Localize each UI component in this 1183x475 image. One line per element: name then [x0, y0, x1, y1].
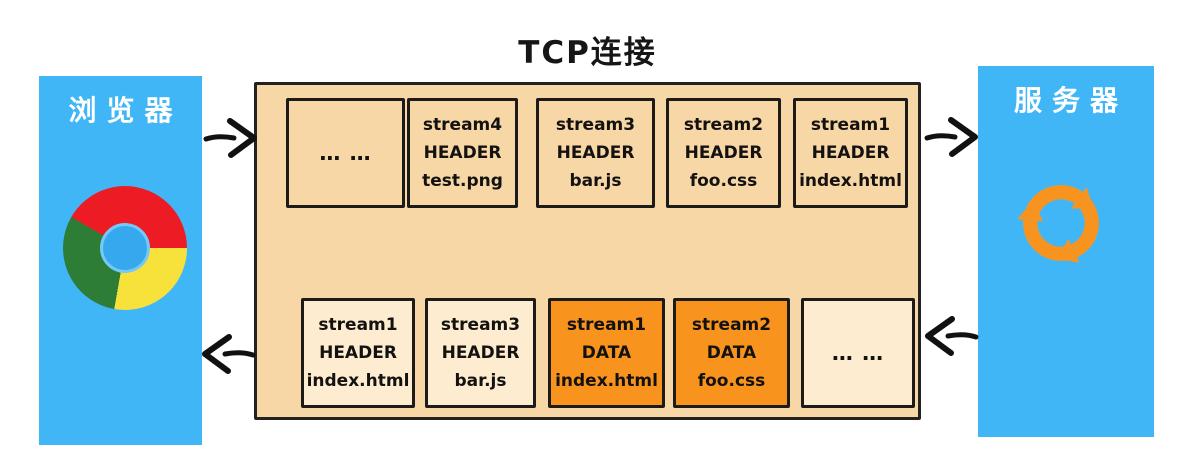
- arrow-browser-to-tcp-icon: [203, 118, 257, 158]
- frame-stream1-header-request: stream1 HEADER index.html: [793, 98, 908, 208]
- frame-type: HEADER: [441, 343, 520, 363]
- frame-type: HEADER: [811, 143, 890, 163]
- tcp-connection-box: … … stream4 HEADER test.png stream3 HEAD…: [254, 82, 921, 420]
- frame-stream-id: stream2: [683, 115, 764, 135]
- server-label: 服务器: [1013, 84, 1128, 117]
- frame-stream-id: stream1: [810, 115, 891, 135]
- frame-stream-id: stream3: [440, 315, 521, 335]
- frame-type: HEADER: [684, 143, 763, 163]
- frame-stream-id: stream2: [691, 315, 772, 335]
- frame-stream-id: stream1: [318, 315, 398, 335]
- frame-stream-id: stream3: [555, 115, 636, 135]
- frame-stream3-header-request: stream3 HEADER bar.js: [536, 98, 655, 208]
- frame-type: DATA: [706, 343, 757, 363]
- tcp-connection-title: TCP连接: [518, 35, 657, 71]
- arrow-tcp-to-server-icon: [924, 117, 978, 157]
- frame-stream-id: stream4: [422, 115, 503, 135]
- frame-resource: bar.js: [569, 171, 622, 191]
- frame-resource: foo.css: [689, 171, 758, 191]
- frame-stream2-data-response: stream2 DATA foo.css: [673, 298, 790, 408]
- sync-arrows-icon: [1006, 185, 1116, 278]
- frame-stream4-header-request: stream4 HEADER test.png: [407, 98, 518, 208]
- frame-resource: index.html: [555, 371, 658, 391]
- frame-type: HEADER: [423, 143, 502, 163]
- chrome-logo-hub: [100, 223, 150, 273]
- frame-stream-id: stream1: [566, 315, 647, 335]
- frame-line: … …: [319, 141, 372, 165]
- chrome-logo-icon: [63, 186, 187, 310]
- frame-type: HEADER: [556, 143, 635, 163]
- browser-panel: 浏览器: [39, 76, 202, 445]
- frame-stream3-header-response: stream3 HEADER bar.js: [425, 298, 536, 408]
- frame-stream2-header-request: stream2 HEADER foo.css: [666, 98, 781, 208]
- browser-label: 浏览器: [68, 94, 183, 127]
- frame-type: DATA: [581, 343, 632, 363]
- arrow-tcp-to-browser-icon: [202, 334, 256, 374]
- frame-stream1-header-response: stream1 HEADER index.html: [301, 298, 415, 408]
- frame-stream1-data-response: stream1 DATA index.html: [548, 298, 665, 408]
- arrow-server-to-tcp-icon: [925, 316, 979, 356]
- frame-resource: index.html: [799, 171, 902, 191]
- frame-resource: test.png: [422, 171, 503, 191]
- server-panel: 服务器: [978, 66, 1154, 437]
- frame-resource: index.html: [306, 371, 410, 391]
- frame-resource: foo.css: [697, 371, 766, 391]
- frame-response-dots: … …: [801, 298, 915, 408]
- frame-line: … …: [831, 341, 885, 365]
- frame-request-dots: … …: [286, 98, 405, 208]
- frame-type: HEADER: [319, 343, 397, 363]
- frame-resource: bar.js: [454, 371, 507, 391]
